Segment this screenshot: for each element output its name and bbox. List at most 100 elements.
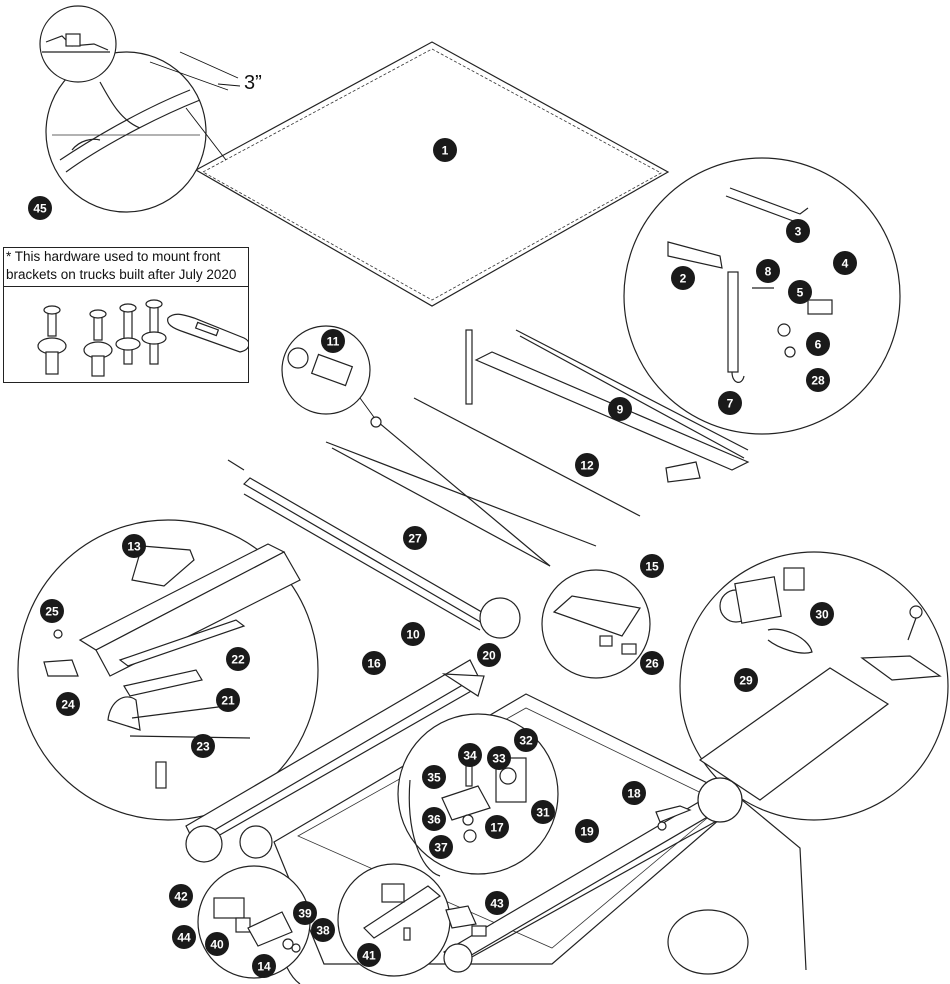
callout-marker [169,884,193,908]
callout-number: 26 [645,657,659,671]
callout-23: 23 [191,734,215,758]
callout-marker [403,526,427,550]
callout-marker [401,622,425,646]
callout-6: 6 [806,332,830,356]
callout-22: 22 [226,647,250,671]
callout-14: 14 [252,954,276,978]
callout-marker [622,781,646,805]
callout-1: 1 [433,138,457,162]
callout-marker [531,800,555,824]
callout-number: 10 [406,628,420,642]
hardware-note: * This hardware used to mount front brac… [6,248,248,284]
right-side-rail [443,777,743,973]
callout-number: 17 [490,821,504,835]
callout-marker [786,219,810,243]
callout-marker [362,651,386,675]
hardware-note-line-2: brackets on trucks built after July 2020 [6,267,237,282]
callout-number: 21 [221,694,235,708]
callout-number: 8 [765,265,772,279]
callout-marker [756,259,780,283]
bracket-14-right [445,905,487,937]
callout-marker [216,688,240,712]
callout-marker [357,943,381,967]
bar-end-detail [281,325,382,428]
callout-19: 19 [575,819,599,843]
callout-17: 17 [485,815,509,839]
callout-marker [806,368,830,392]
callout-marker [608,397,632,421]
callout-marker [788,280,812,304]
callout-marker [575,819,599,843]
callout-36: 36 [422,807,446,831]
callout-18: 18 [622,781,646,805]
callout-marker [293,901,317,925]
callout-marker [422,765,446,789]
callout-number: 37 [434,841,448,855]
callout-number: 44 [177,931,191,945]
callout-marker [172,925,196,949]
callout-marker [514,728,538,752]
callout-number: 29 [739,674,753,688]
callout-number: 11 [327,335,340,349]
callout-12: 12 [575,453,599,477]
hardware-note-box: * This hardware used to mount front brac… [3,247,249,383]
callout-number: 1 [442,144,449,158]
callout-4: 4 [833,251,857,275]
callout-marker [40,599,64,623]
callout-marker [122,534,146,558]
callout-marker [458,743,482,767]
callout-number: 3 [795,225,802,239]
callout-33: 33 [487,746,511,770]
callout-2: 2 [671,266,695,290]
callout-marker [734,668,758,692]
callout-number: 43 [490,897,504,911]
callout-number: 24 [61,698,75,712]
callout-28: 28 [806,368,830,392]
rail-bracket-detail [623,157,901,435]
callout-marker [477,643,501,667]
callout-8: 8 [756,259,780,283]
callout-marker [433,138,457,162]
callout-number: 22 [231,653,245,667]
callout-number: 31 [536,806,550,820]
callout-number: 32 [519,734,533,748]
callout-9: 9 [608,397,632,421]
hardware-note-line-1: * This hardware used to mount front [6,249,221,264]
callout-39: 39 [293,901,317,925]
callout-10: 10 [401,622,425,646]
callout-number: 23 [196,740,210,754]
callout-number: 19 [580,825,594,839]
callout-40: 40 [205,932,229,956]
callout-5: 5 [788,280,812,304]
callout-number: 34 [463,749,477,763]
left-side-rail [185,659,485,863]
callout-marker [422,807,446,831]
callout-marker [311,918,335,942]
callout-number: 18 [627,787,641,801]
callout-number: 39 [298,907,312,921]
callout-number: 35 [427,771,441,785]
dimension-label: 3” [244,72,262,94]
callout-45: 45 [28,196,52,220]
callout-number: 6 [815,338,822,352]
tonneau-cover [194,41,670,307]
callout-marker [252,954,276,978]
callout-marker [487,746,511,770]
callout-number: 16 [367,657,381,671]
callout-21: 21 [216,688,240,712]
callout-marker [485,815,509,839]
callout-number: 7 [727,397,734,411]
callout-35: 35 [422,765,446,789]
callout-24: 24 [56,692,80,716]
callout-20: 20 [477,643,501,667]
callout-number: 14 [257,960,271,974]
callout-marker [833,251,857,275]
callout-37: 37 [429,835,453,859]
callout-13: 13 [122,534,146,558]
callout-32: 32 [514,728,538,752]
callout-26: 26 [640,651,664,675]
callout-42: 42 [169,884,193,908]
callout-3: 3 [786,219,810,243]
dimension-lines [149,51,241,91]
